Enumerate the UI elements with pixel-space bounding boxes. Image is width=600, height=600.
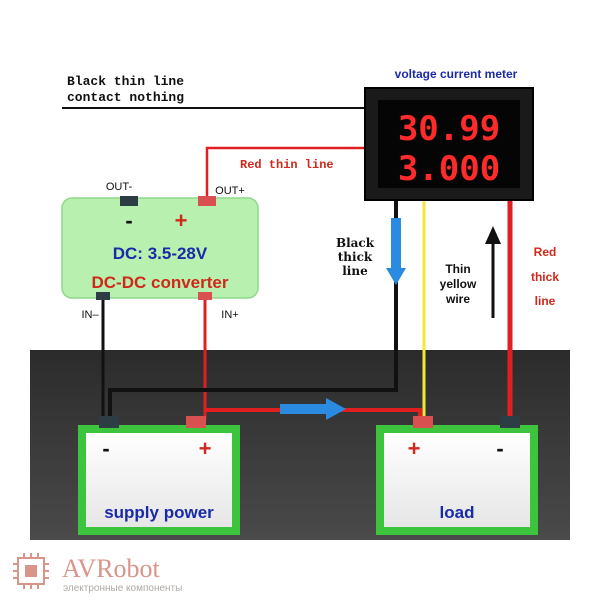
meter-title-label: voltage current meter xyxy=(395,67,518,81)
load-plus-sign: + xyxy=(408,436,421,461)
svg-text:Thin: Thin xyxy=(445,262,470,276)
meter-current-readout: 3.000 xyxy=(398,149,500,189)
load-plus-terminal xyxy=(413,416,433,428)
blue-down-arrow xyxy=(386,218,406,285)
black-thick-line-label: Black thick line xyxy=(336,236,375,278)
load-minus-sign: - xyxy=(496,436,503,461)
dc-dc-converter: - + DC: 3.5-28V DC-DC converter xyxy=(61,196,259,300)
meter-voltage-readout: 30.99 xyxy=(398,109,500,149)
voltage-current-meter: 30.99 3.000 xyxy=(364,87,534,201)
svg-text:thick: thick xyxy=(531,270,559,284)
red-thin-line-wire xyxy=(205,146,378,198)
black-up-arrow xyxy=(485,226,501,318)
supply-power-box: - + supply power xyxy=(78,416,240,535)
in-plus-label: IN+ xyxy=(221,309,238,321)
thin-yellow-wire-label: Thin yellow wire xyxy=(440,262,477,306)
load-minus-terminal xyxy=(500,416,520,428)
converter-minus-sign: - xyxy=(125,208,132,233)
black-thick-line-wire xyxy=(108,200,398,420)
out-plus-label: OUT+ xyxy=(215,185,245,197)
converter-out-plus-terminal xyxy=(198,196,216,206)
svg-text:Black: Black xyxy=(336,236,375,250)
contact-nothing-label: contact nothing xyxy=(67,90,184,105)
converter-title: DC-DC converter xyxy=(92,273,229,292)
logo-tagline: электронные компоненты xyxy=(63,583,182,594)
svg-text:line: line xyxy=(342,264,368,278)
converter-voltage-range: DC: 3.5-28V xyxy=(113,244,208,263)
svg-text:wire: wire xyxy=(445,292,470,306)
svg-text:thick: thick xyxy=(338,250,373,264)
converter-in-plus-terminal xyxy=(198,292,212,300)
chip-icon xyxy=(13,553,49,589)
supply-power-label: supply power xyxy=(104,503,214,522)
blue-right-arrow xyxy=(280,398,346,420)
supply-plus-sign: + xyxy=(199,436,212,461)
load-label: load xyxy=(440,503,475,522)
logo-name: AVRobot xyxy=(62,554,161,583)
svg-text:line: line xyxy=(535,294,556,308)
load-box: + - load xyxy=(376,416,538,535)
converter-out-minus-terminal xyxy=(120,196,138,206)
svg-text:yellow: yellow xyxy=(440,277,477,291)
out-minus-label: OUT- xyxy=(106,181,133,193)
svg-text:Red: Red xyxy=(534,245,557,259)
supply-plus-terminal xyxy=(186,416,206,428)
in-minus-label: IN– xyxy=(81,309,99,321)
black-thin-line-label: Black thin line xyxy=(67,74,184,89)
supply-minus-sign: - xyxy=(102,436,109,461)
supply-minus-terminal xyxy=(99,416,119,428)
red-thin-line-label: Red thin line xyxy=(240,158,334,172)
converter-plus-sign: + xyxy=(175,208,188,233)
converter-in-minus-terminal xyxy=(96,292,110,300)
red-thick-line-label: Red thick line xyxy=(531,245,559,308)
avrobot-logo: AVRobot электронные компоненты xyxy=(13,553,182,594)
